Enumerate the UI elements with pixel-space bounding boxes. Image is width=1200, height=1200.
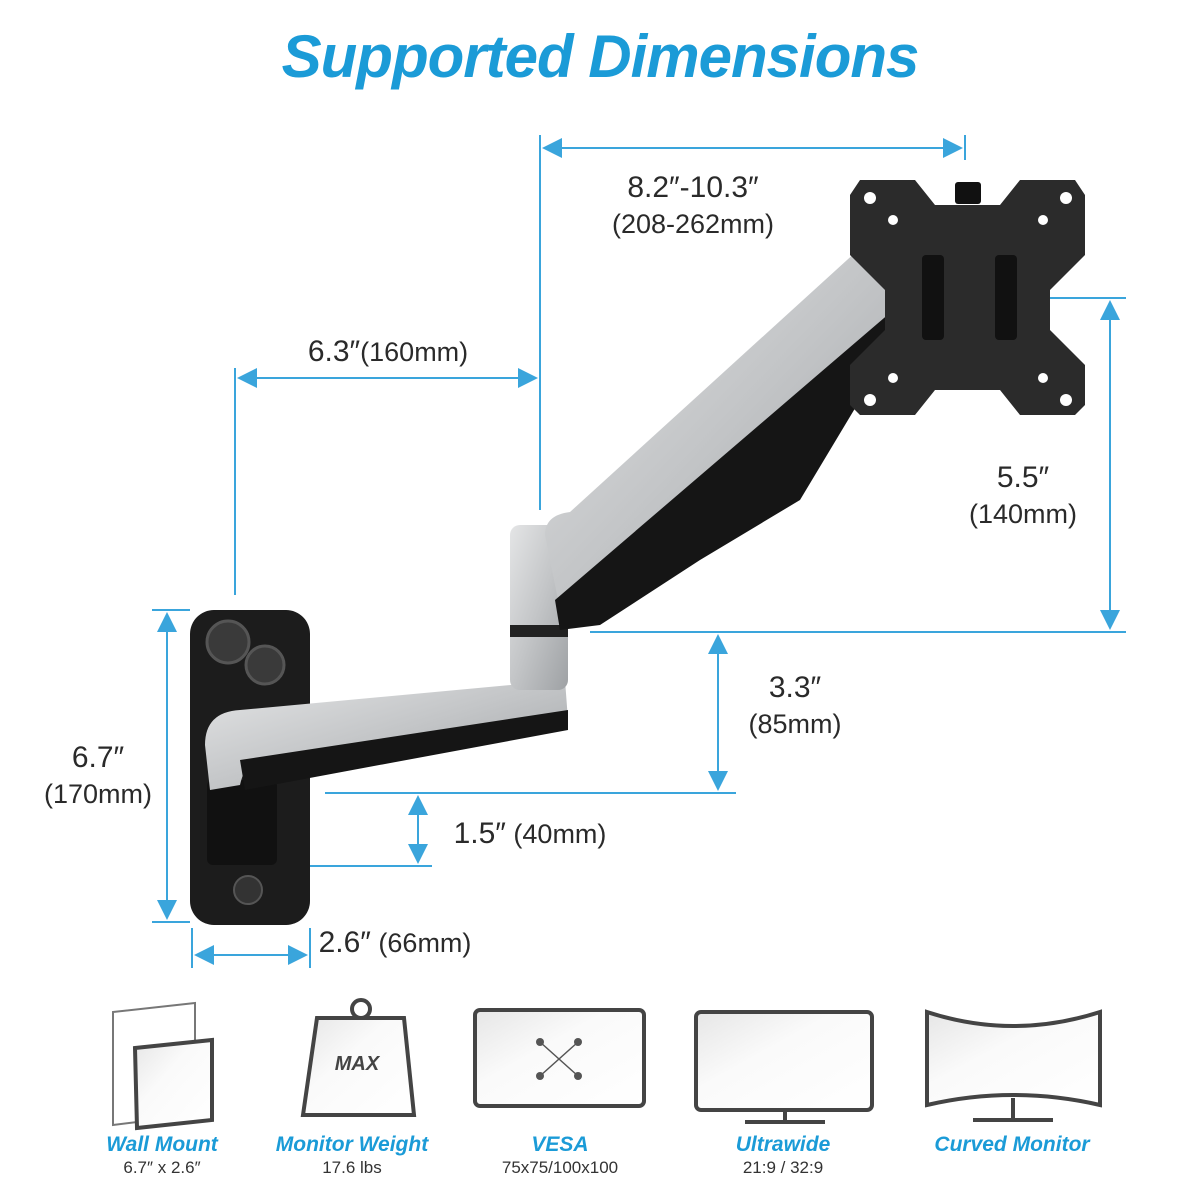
ultrawide-monitor-icon [694, 1010, 874, 1124]
feature-curved-monitor: Curved Monitor [934, 1133, 1090, 1156]
monitor-arm [190, 180, 1085, 925]
dim-upper-height: 5.5″(140mm) [968, 461, 1078, 529]
weight-icon-label: MAX [334, 1053, 380, 1075]
dimension-lines [152, 135, 1126, 968]
dim-forearm: 6.3″(160mm) [307, 335, 469, 368]
page-title: Supported Dimensions [281, 23, 920, 90]
dim-mid-height: 3.3″(85mm) [748, 671, 842, 739]
dim-plate-height: 6.7″(170mm) [43, 741, 153, 809]
wall-mount-icon [112, 1001, 214, 1131]
curved-monitor-icon [925, 1009, 1102, 1122]
weight-icon [300, 998, 417, 1117]
dim-low-height: 1.5″ (40mm) [453, 817, 607, 850]
dim-arm-reach: 8.2″-10.3″(208-262mm) [611, 171, 775, 239]
dim-plate-width: 2.6″ (66mm) [318, 926, 472, 959]
vesa-plate [850, 180, 1085, 415]
